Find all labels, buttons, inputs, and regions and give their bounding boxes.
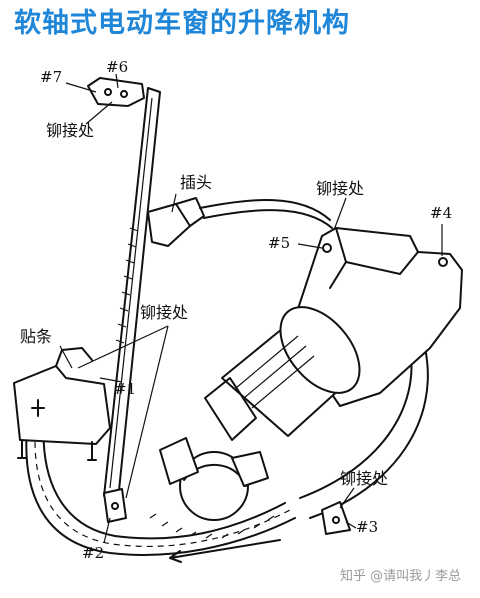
gear-assembly — [149, 437, 275, 539]
label-rivet-top-right: 铆接处 — [316, 179, 364, 198]
mount-bracket-3 — [321, 501, 351, 535]
label-strip: 贴条 — [20, 327, 52, 346]
label-p1: #1 — [114, 380, 136, 398]
leader-lines — [59, 73, 443, 544]
label-p3: #3 — [356, 518, 378, 536]
label-p5: #5 — [268, 234, 290, 252]
label-p7: #7 — [40, 68, 62, 86]
label-p6: #6 — [106, 58, 128, 76]
label-rivet-bottom-right: 铆接处 — [340, 469, 388, 488]
guide-rail — [103, 87, 161, 501]
motor-cylinder — [204, 306, 361, 441]
label-rivet-middle: 铆接处 — [140, 303, 188, 322]
label-rivet-top-left: 铆接处 — [46, 121, 94, 140]
page-title: 软轴式电动车窗的升降机构 — [14, 8, 350, 39]
watermark: 知乎 @请叫我丿李总 — [340, 568, 461, 584]
label-plug: 插头 — [180, 173, 212, 192]
label-p2: #2 — [82, 544, 104, 562]
strip-holder — [13, 347, 111, 461]
label-p4: #4 — [430, 204, 452, 222]
window-regulator-diagram: #7 #6 铆接处 插头 铆接处 #4 #5 铆接处 贴条 #1 铆接处 #3 … — [13, 58, 463, 584]
mount-bracket-2 — [103, 488, 127, 523]
plug — [147, 197, 333, 247]
top-bracket — [87, 77, 145, 107]
